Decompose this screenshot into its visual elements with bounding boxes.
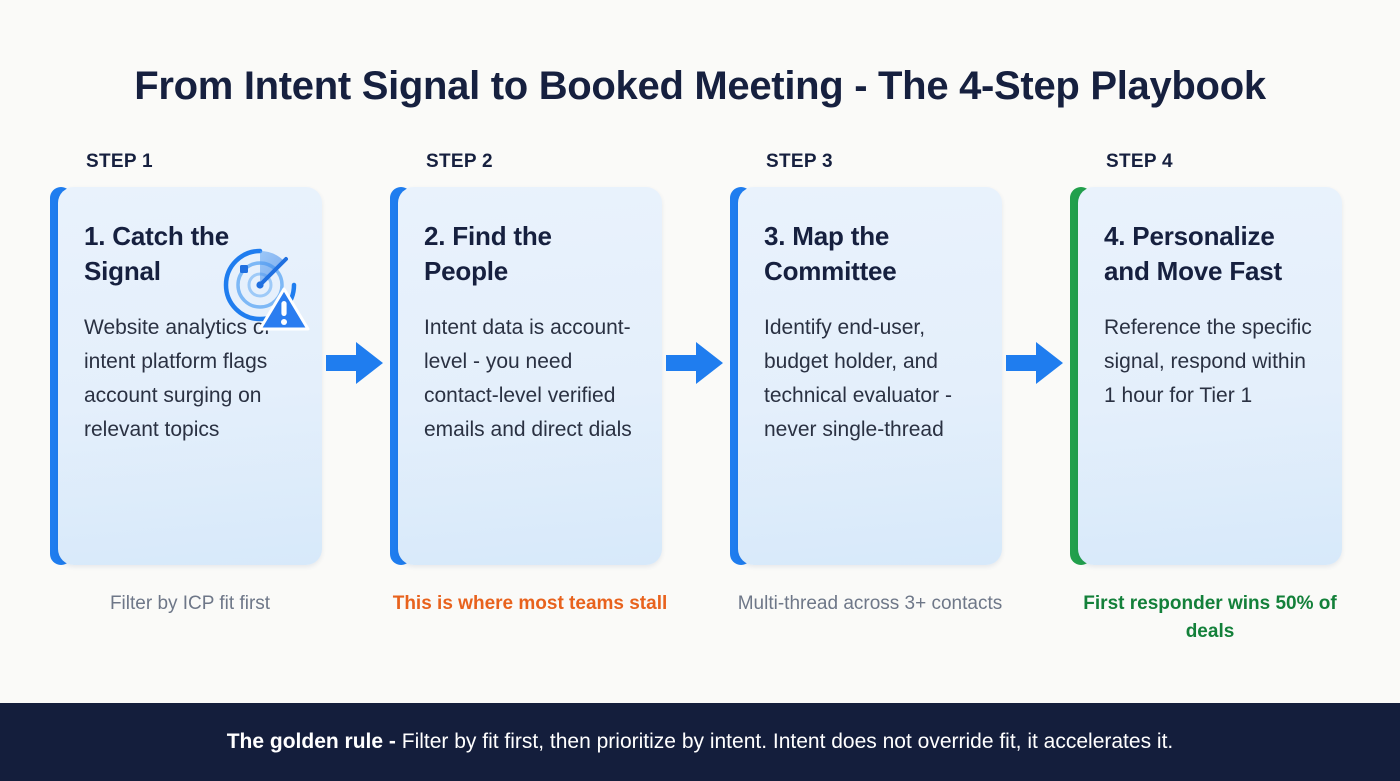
- step-card-1[interactable]: 1. Catch the Signal Website analytics or…: [50, 187, 322, 565]
- footer-banner: The golden rule - Filter by fit first, t…: [0, 703, 1400, 781]
- footer-lead: The golden rule -: [226, 730, 396, 753]
- step-caption-3: Multi-thread across 3+ contacts: [737, 593, 1003, 614]
- card-body-3: Identify end-user, budget holder, and te…: [764, 316, 952, 442]
- title-section: From Intent Signal to Booked Meeting - T…: [0, 0, 1400, 150]
- step-label-3: STEP 3: [766, 151, 833, 172]
- step-caption-4: First responder wins 50% of deals: [1083, 593, 1337, 642]
- card-title-3: 3. Map the Committee: [764, 221, 897, 287]
- card-body-2: Intent data is account-level - you need …: [424, 316, 632, 442]
- step-label-1: STEP 1: [86, 151, 153, 172]
- step-column-4: STEP 4 4. Personalize and Move Fast Refe…: [1070, 150, 1342, 642]
- card-title-4: 4. Personalize and Move Fast: [1104, 221, 1282, 287]
- footer-rest: Filter by fit first, then prioritize by …: [395, 730, 1174, 753]
- step-column-3: STEP 3 3. Map the Committee Identify end…: [730, 150, 1002, 614]
- step-card-4[interactable]: 4. Personalize and Move Fast Reference t…: [1070, 187, 1342, 565]
- step-card-2[interactable]: 2. Find the People Intent data is accoun…: [390, 187, 662, 565]
- arrow-right-icon: [666, 342, 723, 384]
- page-title: From Intent Signal to Booked Meeting - T…: [134, 63, 1266, 108]
- card-title-1: 1. Catch the Signal: [84, 221, 229, 287]
- footer-text: The golden rule - Filter by fit first, t…: [227, 730, 1174, 754]
- step-column-2: STEP 2 2. Find the People Intent data is…: [390, 150, 667, 614]
- step-caption-1: Filter by ICP fit first: [109, 593, 271, 614]
- card-body-4: Reference the specific signal, respond w…: [1104, 316, 1312, 408]
- arrow-right-icon: [326, 342, 383, 384]
- step-column-1: STEP 1 1. Catch the Signal Website analy…: [50, 150, 322, 614]
- arrow-right-icon: [1006, 342, 1063, 384]
- card-title-2: 2. Find the People: [424, 221, 552, 287]
- steps-row: STEP 1 1. Catch the Signal Website analy…: [0, 150, 1400, 781]
- step-label-2: STEP 2: [426, 151, 493, 172]
- step-caption-2: This is where most teams stall: [392, 593, 668, 614]
- step-card-3[interactable]: 3. Map the Committee Identify end-user, …: [730, 187, 1002, 565]
- card-body-1: Website analytics or intent platform fla…: [84, 316, 272, 442]
- step-label-4: STEP 4: [1106, 151, 1173, 172]
